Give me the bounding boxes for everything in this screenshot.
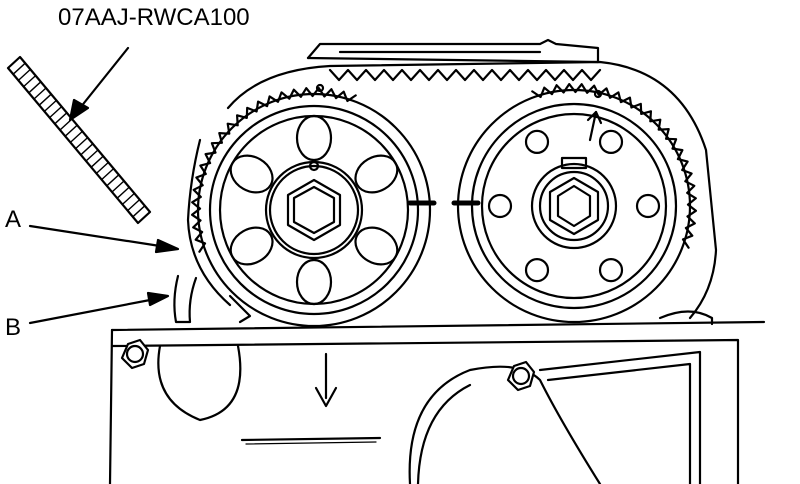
tool-hatching bbox=[7, 56, 151, 224]
hatch-line bbox=[74, 136, 89, 150]
hatch-line bbox=[12, 62, 26, 75]
pulley-hole bbox=[487, 193, 513, 219]
hatch-line bbox=[28, 81, 42, 94]
hatch-line bbox=[126, 198, 141, 212]
callout-b-leader bbox=[28, 291, 170, 325]
callout-label-a: A bbox=[5, 206, 22, 233]
belt-tooth-row bbox=[328, 68, 602, 82]
pulley-hole bbox=[524, 258, 550, 283]
hatch-line bbox=[69, 130, 84, 144]
pulley-window bbox=[229, 226, 274, 266]
hatch-line bbox=[95, 161, 110, 175]
hatch-line bbox=[22, 74, 37, 88]
pulley-hole bbox=[524, 129, 550, 154]
head-bolt-left bbox=[120, 338, 150, 370]
hatch-line bbox=[111, 180, 125, 193]
right-camshaft-pulley bbox=[456, 88, 692, 324]
hatch-line bbox=[121, 192, 136, 206]
hatch-line bbox=[80, 143, 94, 156]
callout-a-leader bbox=[28, 224, 180, 254]
hatch-line bbox=[38, 93, 52, 106]
pulley-holes bbox=[487, 129, 661, 283]
belt-guide-top bbox=[306, 38, 600, 64]
pulley-window bbox=[295, 114, 333, 162]
pulley-hole bbox=[635, 193, 661, 219]
tool-part-number-label: 07AAJ-RWCA100 bbox=[58, 4, 250, 31]
tool-leader bbox=[68, 46, 130, 122]
head-bolt-right bbox=[506, 360, 536, 392]
hatch-line bbox=[54, 112, 68, 125]
pulley-hole bbox=[598, 258, 624, 283]
left-camshaft-pulley bbox=[196, 83, 432, 328]
hatch-line bbox=[137, 211, 151, 224]
hatch-line bbox=[64, 124, 78, 137]
hatch-line bbox=[90, 155, 104, 168]
cylinder-head-cover bbox=[108, 274, 766, 484]
pulley-window bbox=[354, 154, 399, 194]
hatch-line bbox=[7, 56, 21, 69]
hatch-line bbox=[106, 174, 120, 187]
hatch-line bbox=[33, 87, 47, 100]
hatch-line bbox=[132, 205, 146, 218]
pulley-windows bbox=[229, 114, 399, 306]
hatch-line bbox=[17, 68, 32, 82]
pulley-window bbox=[354, 226, 399, 266]
hatch-line bbox=[48, 105, 63, 119]
pulley-window bbox=[229, 154, 274, 194]
hatch-line bbox=[43, 99, 58, 113]
special-tool bbox=[6, 55, 152, 225]
hatch-line bbox=[85, 149, 99, 162]
pulley-hole bbox=[598, 129, 624, 154]
hatch-line bbox=[100, 167, 115, 181]
callout-label-b: B bbox=[5, 314, 22, 341]
pulley-window bbox=[295, 258, 333, 306]
hatch-line bbox=[116, 186, 130, 199]
